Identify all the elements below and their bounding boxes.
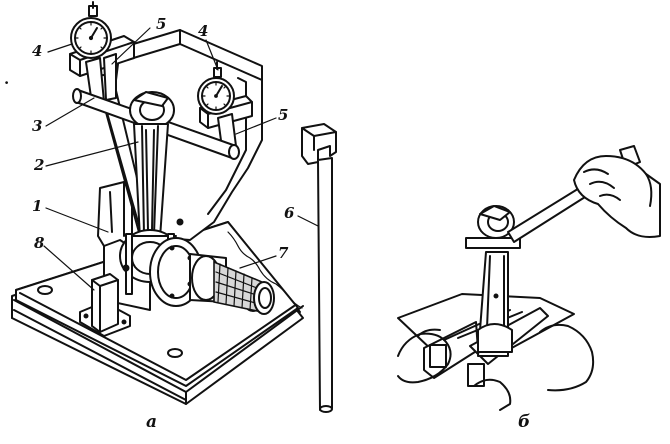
dial-indicator-right	[197, 61, 235, 115]
callout-4-right: 4	[198, 22, 209, 40]
extension-rod-6	[301, 123, 337, 413]
callout-1: 1	[32, 197, 43, 215]
callout-5-right: 5	[278, 106, 289, 124]
view-b-bending-check	[397, 145, 661, 411]
dial-indicator-left	[70, 1, 112, 59]
callout-3: 3	[32, 117, 43, 135]
stray-mark: .	[4, 70, 10, 88]
callout-8: 8	[34, 234, 45, 252]
caption-view-b: б	[518, 412, 531, 432]
callout-2: 2	[34, 156, 45, 174]
mandrel-7	[149, 237, 275, 315]
callout-5-top: 5	[156, 15, 167, 33]
callout-6: 6	[284, 204, 295, 222]
caption-view-a: а	[146, 412, 158, 432]
callout-7: 7	[278, 244, 289, 262]
stop-block-8	[79, 273, 131, 337]
left-gauge-mount	[69, 35, 135, 105]
callout-4-left: 4	[32, 42, 43, 60]
view-a-fixture	[11, 1, 323, 405]
